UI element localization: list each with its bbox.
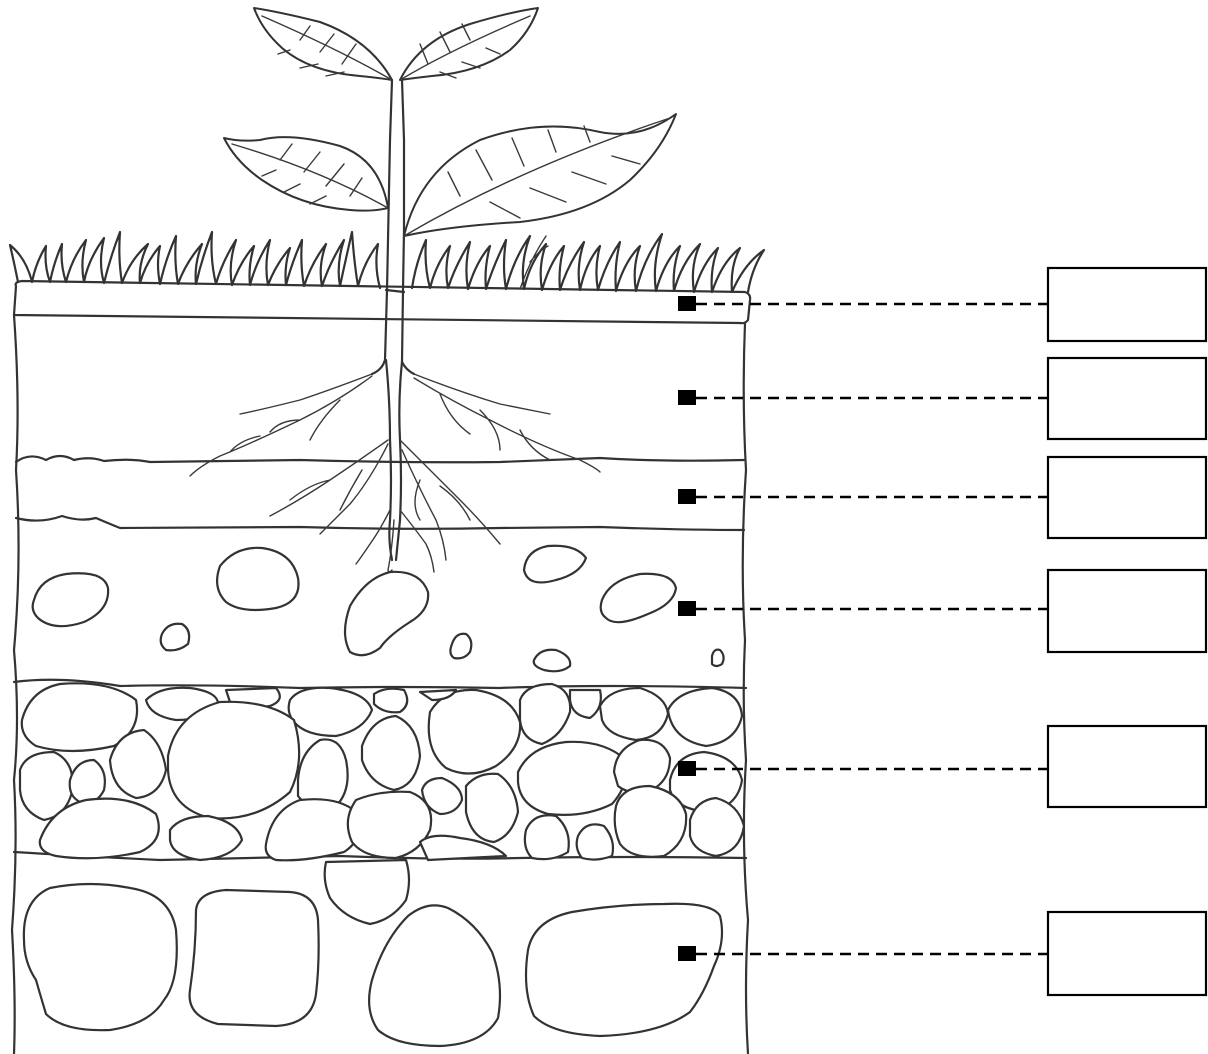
layer-5-gravel bbox=[20, 683, 744, 860]
label-leaders bbox=[678, 296, 1048, 961]
marker-layer-3 bbox=[678, 489, 696, 504]
layer-4-stones bbox=[33, 546, 724, 672]
label-box-layer-5[interactable] bbox=[1048, 726, 1206, 807]
label-box-layer-4[interactable] bbox=[1048, 570, 1206, 652]
marker-layer-4 bbox=[678, 601, 696, 616]
label-box-layer-3[interactable] bbox=[1048, 457, 1206, 538]
marker-layer-2 bbox=[678, 390, 696, 405]
label-box-layer-1[interactable] bbox=[1048, 268, 1206, 341]
layer-6-bedrock bbox=[24, 860, 722, 1046]
marker-layer-1 bbox=[678, 296, 696, 311]
marker-layer-6 bbox=[678, 946, 696, 961]
label-box-layer-6[interactable] bbox=[1048, 912, 1206, 995]
label-boxes bbox=[1048, 268, 1206, 995]
label-box-layer-2[interactable] bbox=[1048, 358, 1206, 439]
marker-layer-5 bbox=[678, 761, 696, 776]
